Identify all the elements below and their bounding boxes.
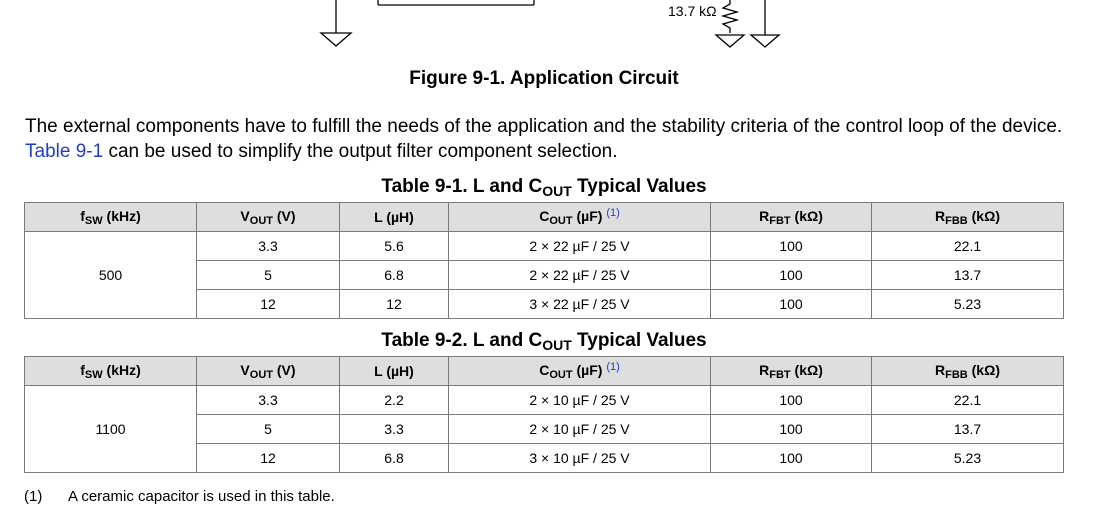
rfbt-cell: 100 [710, 443, 872, 473]
rfbt-cell: 100 [710, 385, 872, 415]
rfbt-cell: 100 [710, 260, 872, 290]
figure-caption: Figure 9-1. Application Circuit [409, 68, 679, 89]
header-rfbb: RFBB (kΩ) [871, 202, 1064, 232]
l-cell: 12 [339, 289, 449, 319]
cout-cell: 2 × 22 µF / 25 V [448, 260, 711, 290]
vout-cell: 3.3 [196, 231, 340, 261]
table-row: 12 12 3 × 22 µF / 25 V 100 5.23 [25, 289, 1064, 319]
footnote-ref[interactable]: (1) [606, 207, 620, 219]
l-cell: 3.3 [339, 414, 449, 444]
cout-cell: 3 × 22 µF / 25 V [448, 289, 711, 319]
footnote-text: A ceramic capacitor is used in this tabl… [68, 488, 335, 505]
vout-cell: 5 [196, 414, 340, 444]
fsw-cell: 500 [24, 231, 197, 319]
rfbb-cell: 22.1 [871, 385, 1064, 415]
table-9-1-link[interactable]: Table 9-1 [25, 141, 104, 162]
fsw-cell: 1100 [24, 385, 197, 473]
header-l: L (µH) [339, 356, 449, 386]
table-9-2-title: Table 9-2. L and COUT Typical Values [381, 330, 707, 353]
footnote: (1) A ceramic capacitor is used in this t… [24, 488, 335, 505]
footnote-ref[interactable]: (1) [606, 361, 620, 373]
rfbb-cell: 5.23 [871, 289, 1064, 319]
ground-symbol-right [749, 34, 781, 48]
cout-cell: 2 × 10 µF / 25 V [448, 385, 711, 415]
resistor-label: 13.7 kΩ [668, 3, 717, 19]
vout-cell: 3.3 [196, 385, 340, 415]
table-9-1: fSW (kHz) VOUT (V) L (µH) COUT (µF) (1) … [24, 202, 1064, 319]
header-rfbt: RFBT (kΩ) [710, 202, 872, 232]
l-cell: 6.8 [339, 443, 449, 473]
table-row: 5 6.8 2 × 22 µF / 25 V 100 13.7 [25, 260, 1064, 290]
header-cout: COUT (µF) (1) [448, 356, 711, 386]
cout-cell: 3 × 10 µF / 25 V [448, 443, 711, 473]
ground-symbol-left [319, 32, 353, 47]
table-row: 5 3.3 2 × 10 µF / 25 V 100 13.7 [25, 414, 1064, 444]
header-fsw: fSW (kHz) [24, 356, 197, 386]
rfbt-cell: 100 [710, 231, 872, 261]
table-header-row: fSW (kHz) VOUT (V) L (µH) COUT (µF) (1) … [24, 356, 1064, 386]
footnote-number: (1) [24, 488, 43, 505]
ground-symbol-resistor [714, 34, 746, 48]
l-cell: 6.8 [339, 260, 449, 290]
rfbb-cell: 22.1 [871, 231, 1064, 261]
table-header-row: fSW (kHz) VOUT (V) L (µH) COUT (µF) (1) … [24, 202, 1064, 232]
cout-cell: 2 × 22 µF / 25 V [448, 231, 711, 261]
l-cell: 5.6 [339, 231, 449, 261]
table-9-2: fSW (kHz) VOUT (V) L (µH) COUT (µF) (1) … [24, 356, 1064, 473]
vout-cell: 5 [196, 260, 340, 290]
rfbb-cell: 13.7 [871, 414, 1064, 444]
body-paragraph: The external components have to fulfill … [25, 116, 1063, 162]
header-rfbt: RFBT (kΩ) [710, 356, 872, 386]
vout-cell: 12 [196, 443, 340, 473]
rfbt-cell: 100 [710, 289, 872, 319]
rfbt-cell: 100 [710, 414, 872, 444]
rfbb-cell: 5.23 [871, 443, 1064, 473]
rfbb-cell: 13.7 [871, 260, 1064, 290]
vout-cell: 12 [196, 289, 340, 319]
header-vout: VOUT (V) [196, 356, 340, 386]
header-cout: COUT (µF) (1) [448, 202, 711, 232]
table-row: 12 6.8 3 × 10 µF / 25 V 100 5.23 [25, 443, 1064, 473]
header-rfbb: RFBB (kΩ) [871, 356, 1064, 386]
l-cell: 2.2 [339, 385, 449, 415]
table-9-1-title: Table 9-1. L and COUT Typical Values [381, 176, 707, 199]
header-vout: VOUT (V) [196, 202, 340, 232]
header-fsw: fSW (kHz) [24, 202, 197, 232]
cout-cell: 2 × 10 µF / 25 V [448, 414, 711, 444]
resistor-zigzag [720, 0, 740, 33]
application-circuit: 13.7 kΩ [319, 0, 781, 48]
table-row: 500 3.3 5.6 2 × 22 µF / 25 V 100 22.1 [24, 231, 1064, 319]
table-row: 1100 3.3 2.2 2 × 10 µF / 25 V 100 22.1 [24, 385, 1064, 473]
header-l: L (µH) [339, 202, 449, 232]
